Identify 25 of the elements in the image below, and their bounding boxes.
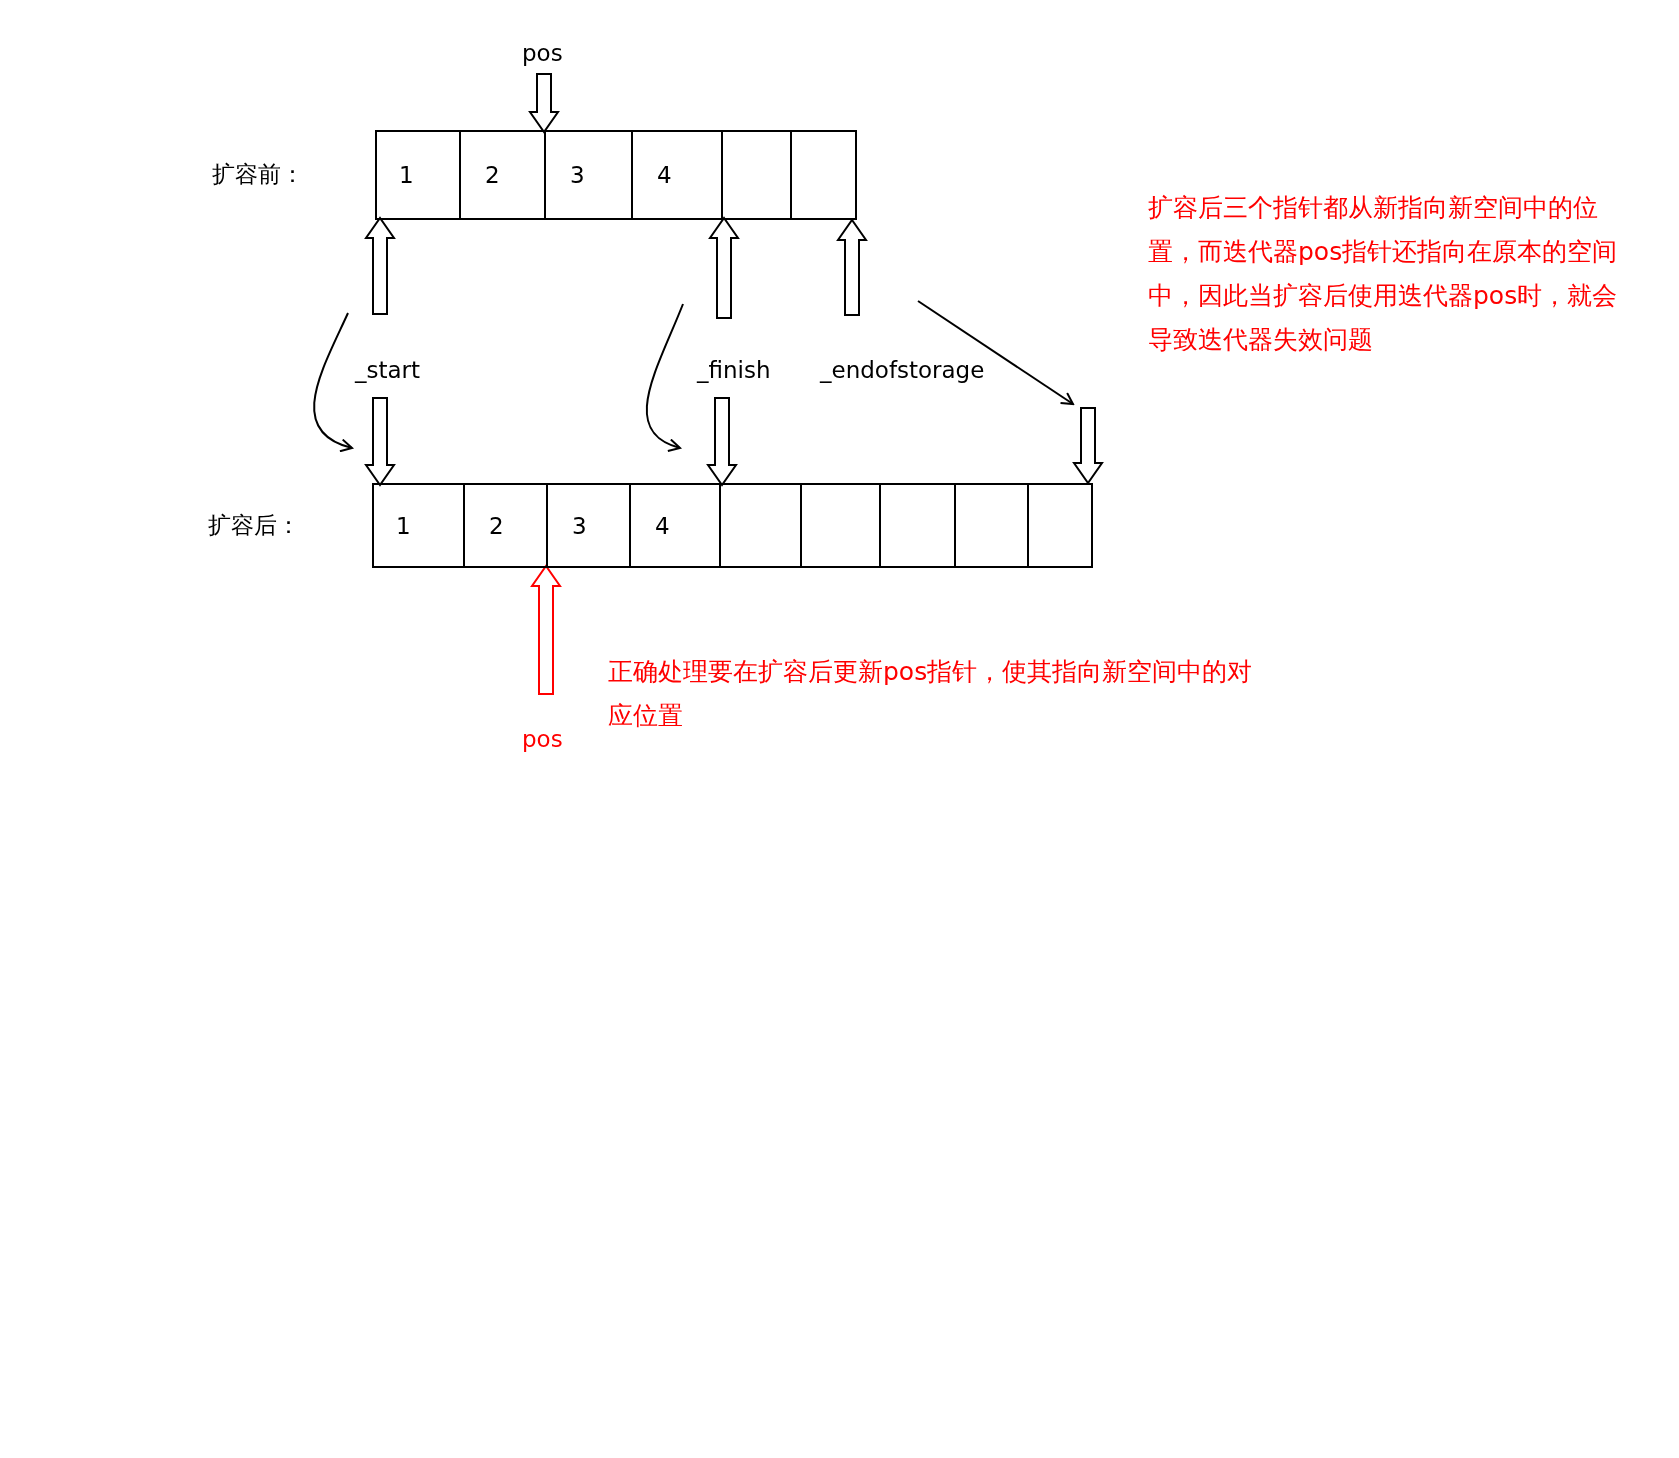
array-cell: 1 (375, 132, 459, 218)
pointer-label: _start (355, 355, 421, 385)
array-cell: 2 (463, 485, 546, 566)
array-cell: 4 (631, 132, 721, 218)
array-cell: 3 (544, 132, 631, 218)
pointer-label: pos (522, 38, 563, 68)
block-arrow (836, 218, 868, 316)
array-label: 扩容后： (208, 510, 300, 540)
note-text: 扩容后三个指针都从新指向新空间中的位置，而迭代器pos指针还指向在原本的空间中，因此当扩容后使用迭代器pos时，就会导致迭代器失效问题 (1148, 192, 1618, 356)
block-arrow (530, 564, 562, 695)
block-arrow (708, 216, 740, 319)
pointer-label: pos (522, 724, 563, 754)
pointer-label: _finish (697, 355, 771, 385)
block-arrow (706, 397, 738, 487)
note-text: 正确处理要在扩容后更新pos指针，使其指向新空间中的对应位置 (608, 656, 1254, 732)
pointer-label: _endofstorage (820, 355, 985, 385)
array-cell: 2 (459, 132, 544, 218)
block-arrow (528, 73, 560, 134)
block-arrow (364, 216, 396, 315)
array-cell: 1 (372, 485, 463, 566)
block-arrow (364, 397, 396, 487)
array-cell: 4 (629, 485, 719, 566)
block-arrow (1072, 407, 1104, 485)
array-cell: 3 (546, 485, 629, 566)
array-label: 扩容前： (212, 160, 304, 189)
